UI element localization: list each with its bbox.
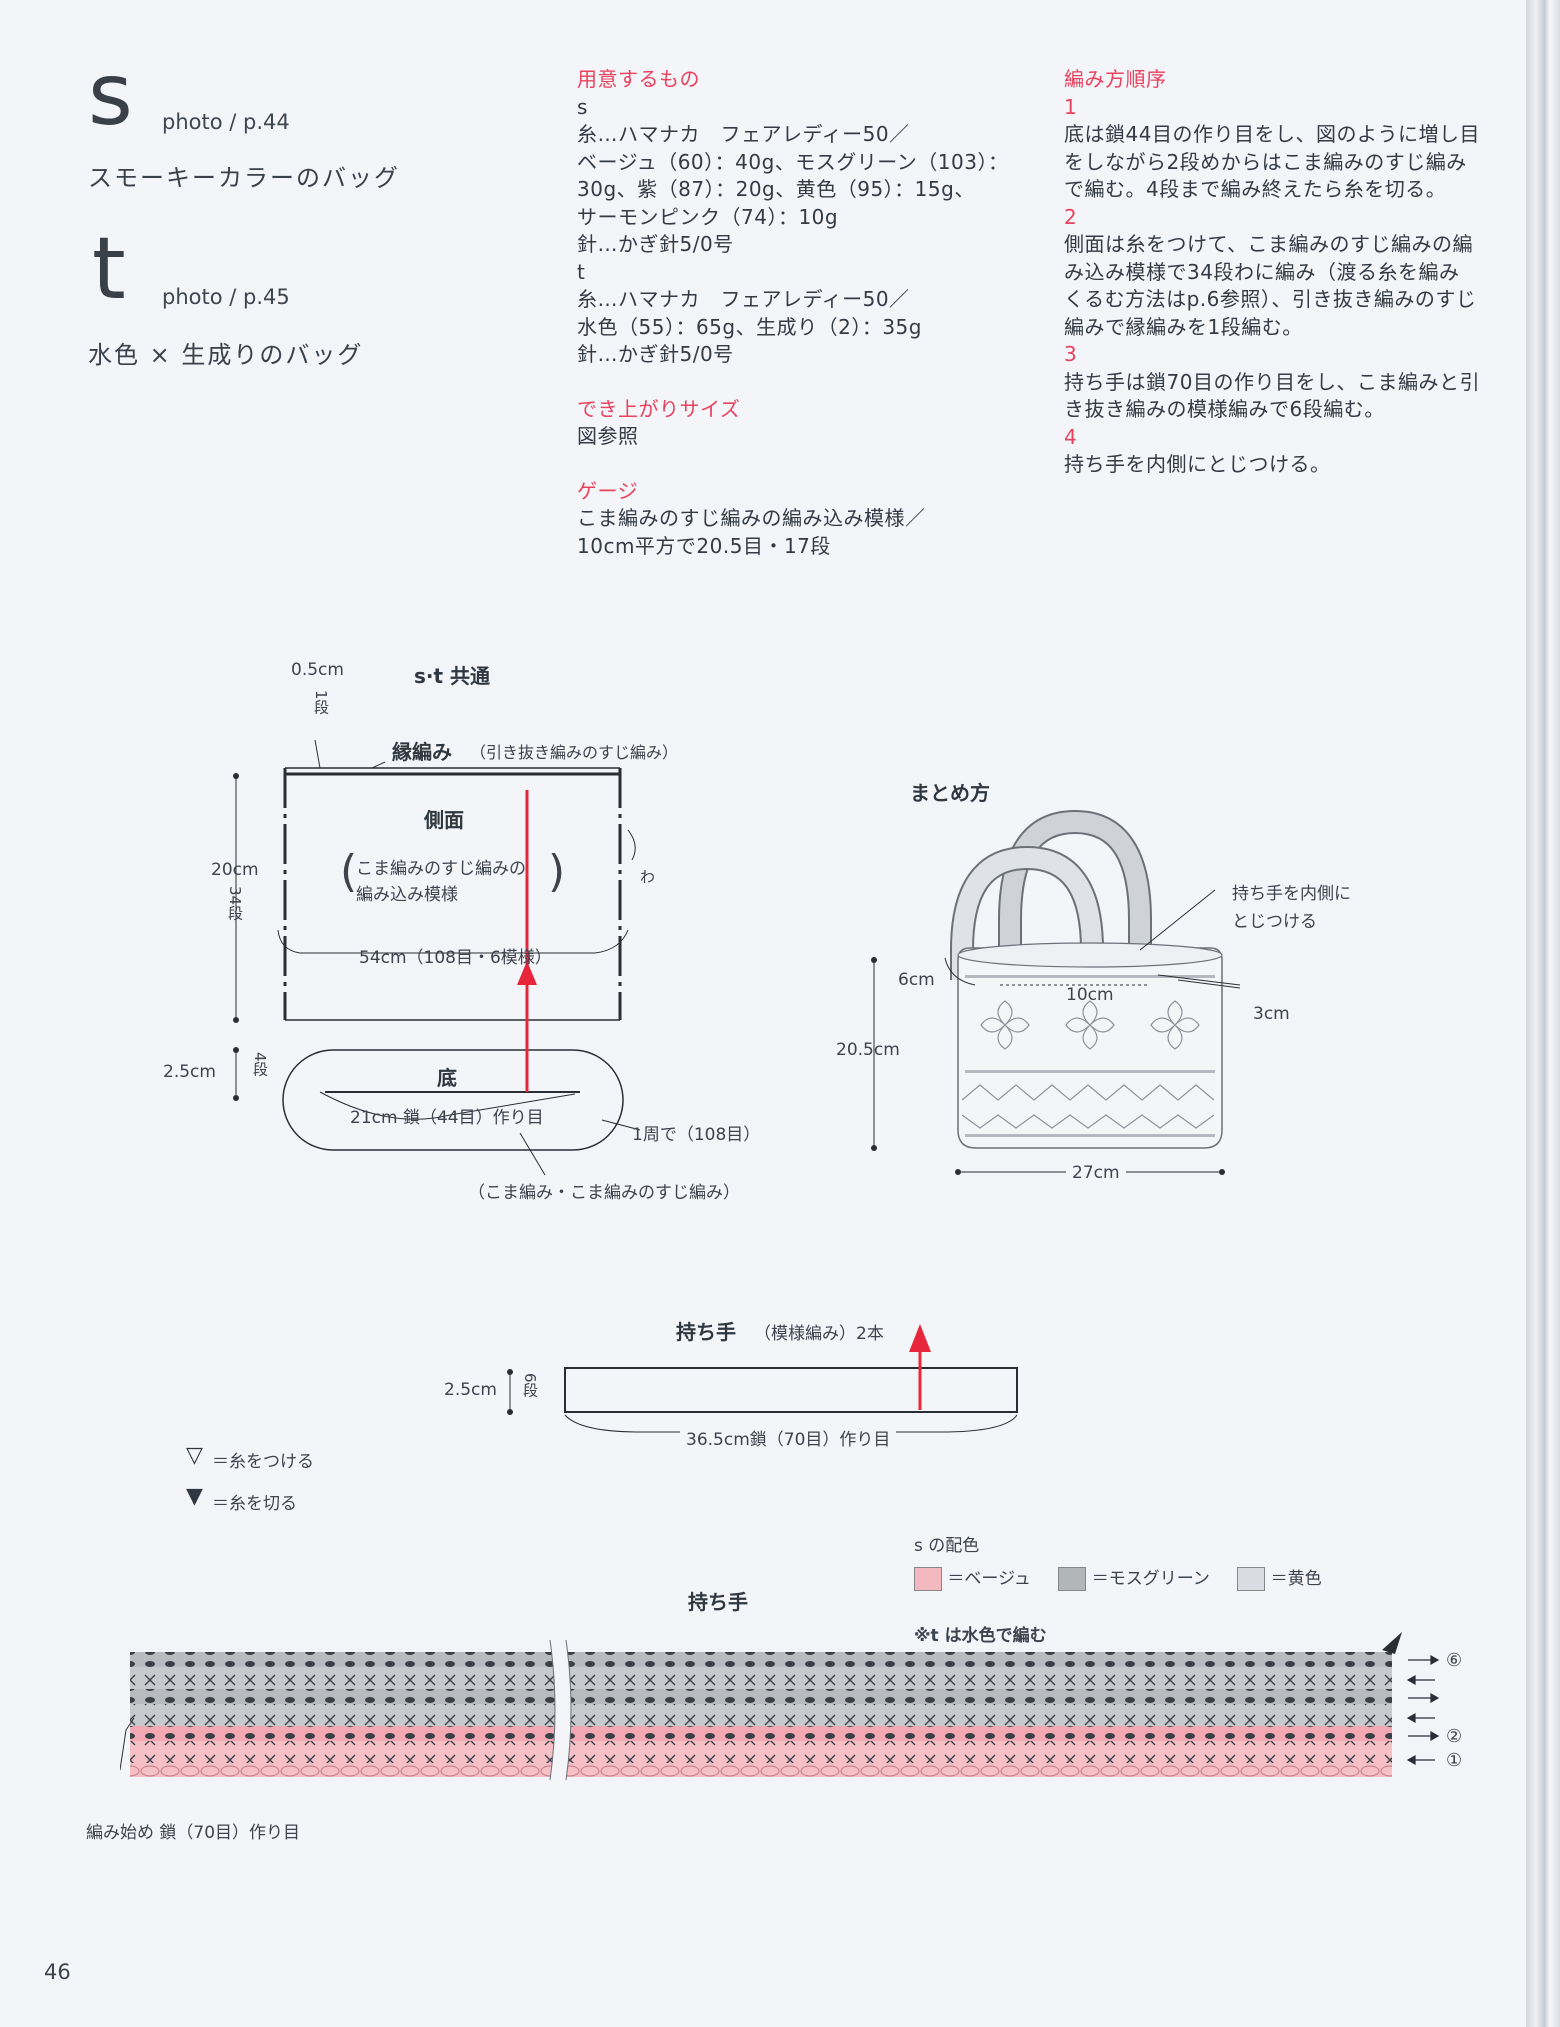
- handle-title-note: （模様編み）2本: [754, 1324, 884, 1344]
- assembly-title: まとめ方: [910, 781, 990, 805]
- photo-ref-s: photo / p.44: [162, 110, 290, 134]
- steps-heading: 編み方順序: [1064, 67, 1167, 91]
- base-rows: 4段: [251, 1052, 269, 1077]
- step-number: 1: [1064, 94, 1078, 119]
- color-legend: ＝ベージュ ＝モスグリーン ＝黄色: [914, 1564, 1322, 1591]
- dim-bag-height: 20.5cm: [836, 1040, 900, 1060]
- materials-line: 針…かぎ針5/0号: [577, 342, 734, 366]
- pattern-title-s: スモーキーカラーのバッグ: [88, 164, 400, 192]
- base-stitch-note: （こま編み・こま編みのすじ編み）: [468, 1183, 740, 1203]
- base-height: 2.5cm: [163, 1062, 216, 1082]
- dim-handle-gap: 10cm: [1066, 985, 1114, 1005]
- assembly-bag-illustration: [871, 810, 1241, 1175]
- color-label: ＝ベージュ: [947, 1569, 1031, 1589]
- step-line: で編む。4段まで編み終えたら糸を切る。: [1064, 177, 1447, 201]
- materials-line: ベージュ（60）：40g、モスグリーン（103）：: [577, 149, 1009, 174]
- assembly-note-line1: 持ち手を内側に: [1232, 884, 1351, 904]
- color-legend-heading: s の配色: [914, 1536, 980, 1556]
- gauge-line: こま編みのすじ編みの編み込み模様／: [577, 506, 926, 530]
- materials-heading: 用意するもの: [577, 67, 700, 91]
- side-rows: 34段: [226, 886, 244, 921]
- edge-height: 0.5cm: [291, 660, 344, 680]
- attach-yarn-label: ＝糸をつける: [212, 1452, 314, 1472]
- color-swatch: [1058, 1567, 1087, 1591]
- body-diagram: [233, 739, 641, 1176]
- edge-note: （引き抜き編みのすじ編み）: [470, 743, 679, 762]
- step-line: み込み模様で34段わに編み（渡る糸を編み: [1064, 259, 1460, 284]
- step-line: くるむ方法はp.6参照）、引き抜き編みのすじ: [1064, 287, 1477, 311]
- dim-handle-offset: 3cm: [1253, 1004, 1290, 1024]
- row-label-6: ⑥: [1446, 1650, 1463, 1671]
- step-line: 側面は糸をつけて、こま編みのすじ編みの編: [1064, 232, 1473, 256]
- photo-ref-t: photo / p.45: [162, 285, 290, 309]
- handle-title: 持ち手: [676, 1320, 736, 1344]
- base-label: 底: [437, 1066, 457, 1090]
- body-diagram-title: s·t 共通: [414, 664, 491, 688]
- color-note: ※t は水色で編む: [914, 1626, 1047, 1646]
- handle-rows: 6段: [521, 1373, 539, 1398]
- cut-yarn-label: ＝糸を切る: [212, 1494, 297, 1514]
- page-number: 46: [44, 1960, 71, 1984]
- side-label: 側面: [424, 808, 464, 832]
- step-line: をしながら2段めからはこま編みのすじ編み: [1064, 149, 1467, 174]
- materials-line: 水色（55）：65g、生成り（2）：35g: [577, 314, 922, 339]
- paren-close: ): [548, 846, 566, 897]
- handle-height: 2.5cm: [444, 1380, 497, 1400]
- handle-chain: 36.5cm鎖（70目）作り目: [680, 1425, 897, 1450]
- edge-label: 縁編み: [392, 740, 452, 764]
- materials-line: 30g、紫（87）：20g、黄色（95）：15g、: [577, 177, 975, 201]
- color-swatch: [914, 1567, 942, 1591]
- materials-line: サーモンピンク（74）：10g: [577, 204, 839, 229]
- step-line: 持ち手は鎖70目の作り目をし、こま編みと引: [1064, 369, 1480, 394]
- materials-line: 糸…ハマナカ フェアレディー50／: [577, 122, 910, 146]
- attach-yarn-icon: ▽: [186, 1443, 203, 1468]
- materials-line: s: [577, 94, 588, 119]
- step-line: 底は鎖44目の作り目をし、図のように増し目: [1064, 122, 1480, 146]
- materials-section: 用意するもの s 糸…ハマナカ フェアレディー50／ ベージュ（60）：40g、…: [577, 66, 1008, 560]
- base-chain: 21cm 鎖（44目）作り目: [350, 1108, 544, 1128]
- chart-start-note: 編み始め 鎖（70目）作り目: [86, 1823, 301, 1843]
- base-round-count: 1周で（108目）: [632, 1125, 761, 1145]
- size-heading: でき上がりサイズ: [577, 396, 741, 421]
- stitch-chart: [120, 1632, 1440, 1781]
- pattern-title-t: 水色 × 生成りのバッグ: [88, 341, 364, 369]
- side-pattern-line2: 編み込み模様: [356, 885, 458, 905]
- step-line: 編みで縁編みを1段編む。: [1064, 314, 1303, 339]
- row-label-1: ①: [1446, 1750, 1463, 1771]
- materials-line: 針…かぎ針5/0号: [577, 232, 734, 256]
- gauge-heading: ゲージ: [577, 478, 639, 503]
- pattern-letter-s: s: [88, 45, 133, 145]
- color-label: ＝黄色: [1270, 1569, 1322, 1589]
- handle-diagram: [507, 1324, 1018, 1433]
- book-binding: [1526, 0, 1560, 2027]
- assembly-note-line2: とじつける: [1232, 912, 1317, 932]
- step-line: き抜き編みの模様編みで6段編む。: [1064, 397, 1385, 421]
- stitch-chart-title: 持ち手: [688, 1590, 748, 1614]
- gauge-line: 10cm平方で20.5目・17段: [577, 533, 831, 558]
- step-number: 4: [1064, 424, 1078, 449]
- side-height: 20cm: [211, 860, 259, 880]
- color-label: ＝モスグリーン: [1091, 1569, 1210, 1589]
- step-number: 3: [1064, 342, 1078, 366]
- materials-line: t: [577, 259, 586, 284]
- size-text: 図参照: [577, 424, 639, 448]
- row-label-2: ②: [1446, 1726, 1463, 1747]
- edge-rows: 1段: [312, 690, 330, 715]
- materials-line: 糸…ハマナカ フェアレディー50／: [577, 287, 910, 311]
- step-line: 持ち手を内側にとじつける。: [1064, 452, 1331, 476]
- in-round-mark: わ: [640, 868, 656, 886]
- step-number: 2: [1064, 204, 1078, 229]
- dim-bag-width: 27cm: [1066, 1163, 1126, 1183]
- cut-yarn-icon: ▼: [186, 1484, 203, 1509]
- steps-section: 編み方順序 1 底は鎖44目の作り目をし、図のように増し目 をしながら2段めから…: [1064, 66, 1480, 479]
- paren-open: (: [340, 846, 358, 897]
- side-pattern-line1: こま編みのすじ編みの: [356, 859, 526, 879]
- side-width: 54cm（108目・6模様）: [359, 948, 552, 968]
- color-swatch: [1237, 1567, 1266, 1591]
- pattern-letter-t: t: [92, 219, 126, 319]
- dim-handle-drop: 6cm: [898, 970, 935, 990]
